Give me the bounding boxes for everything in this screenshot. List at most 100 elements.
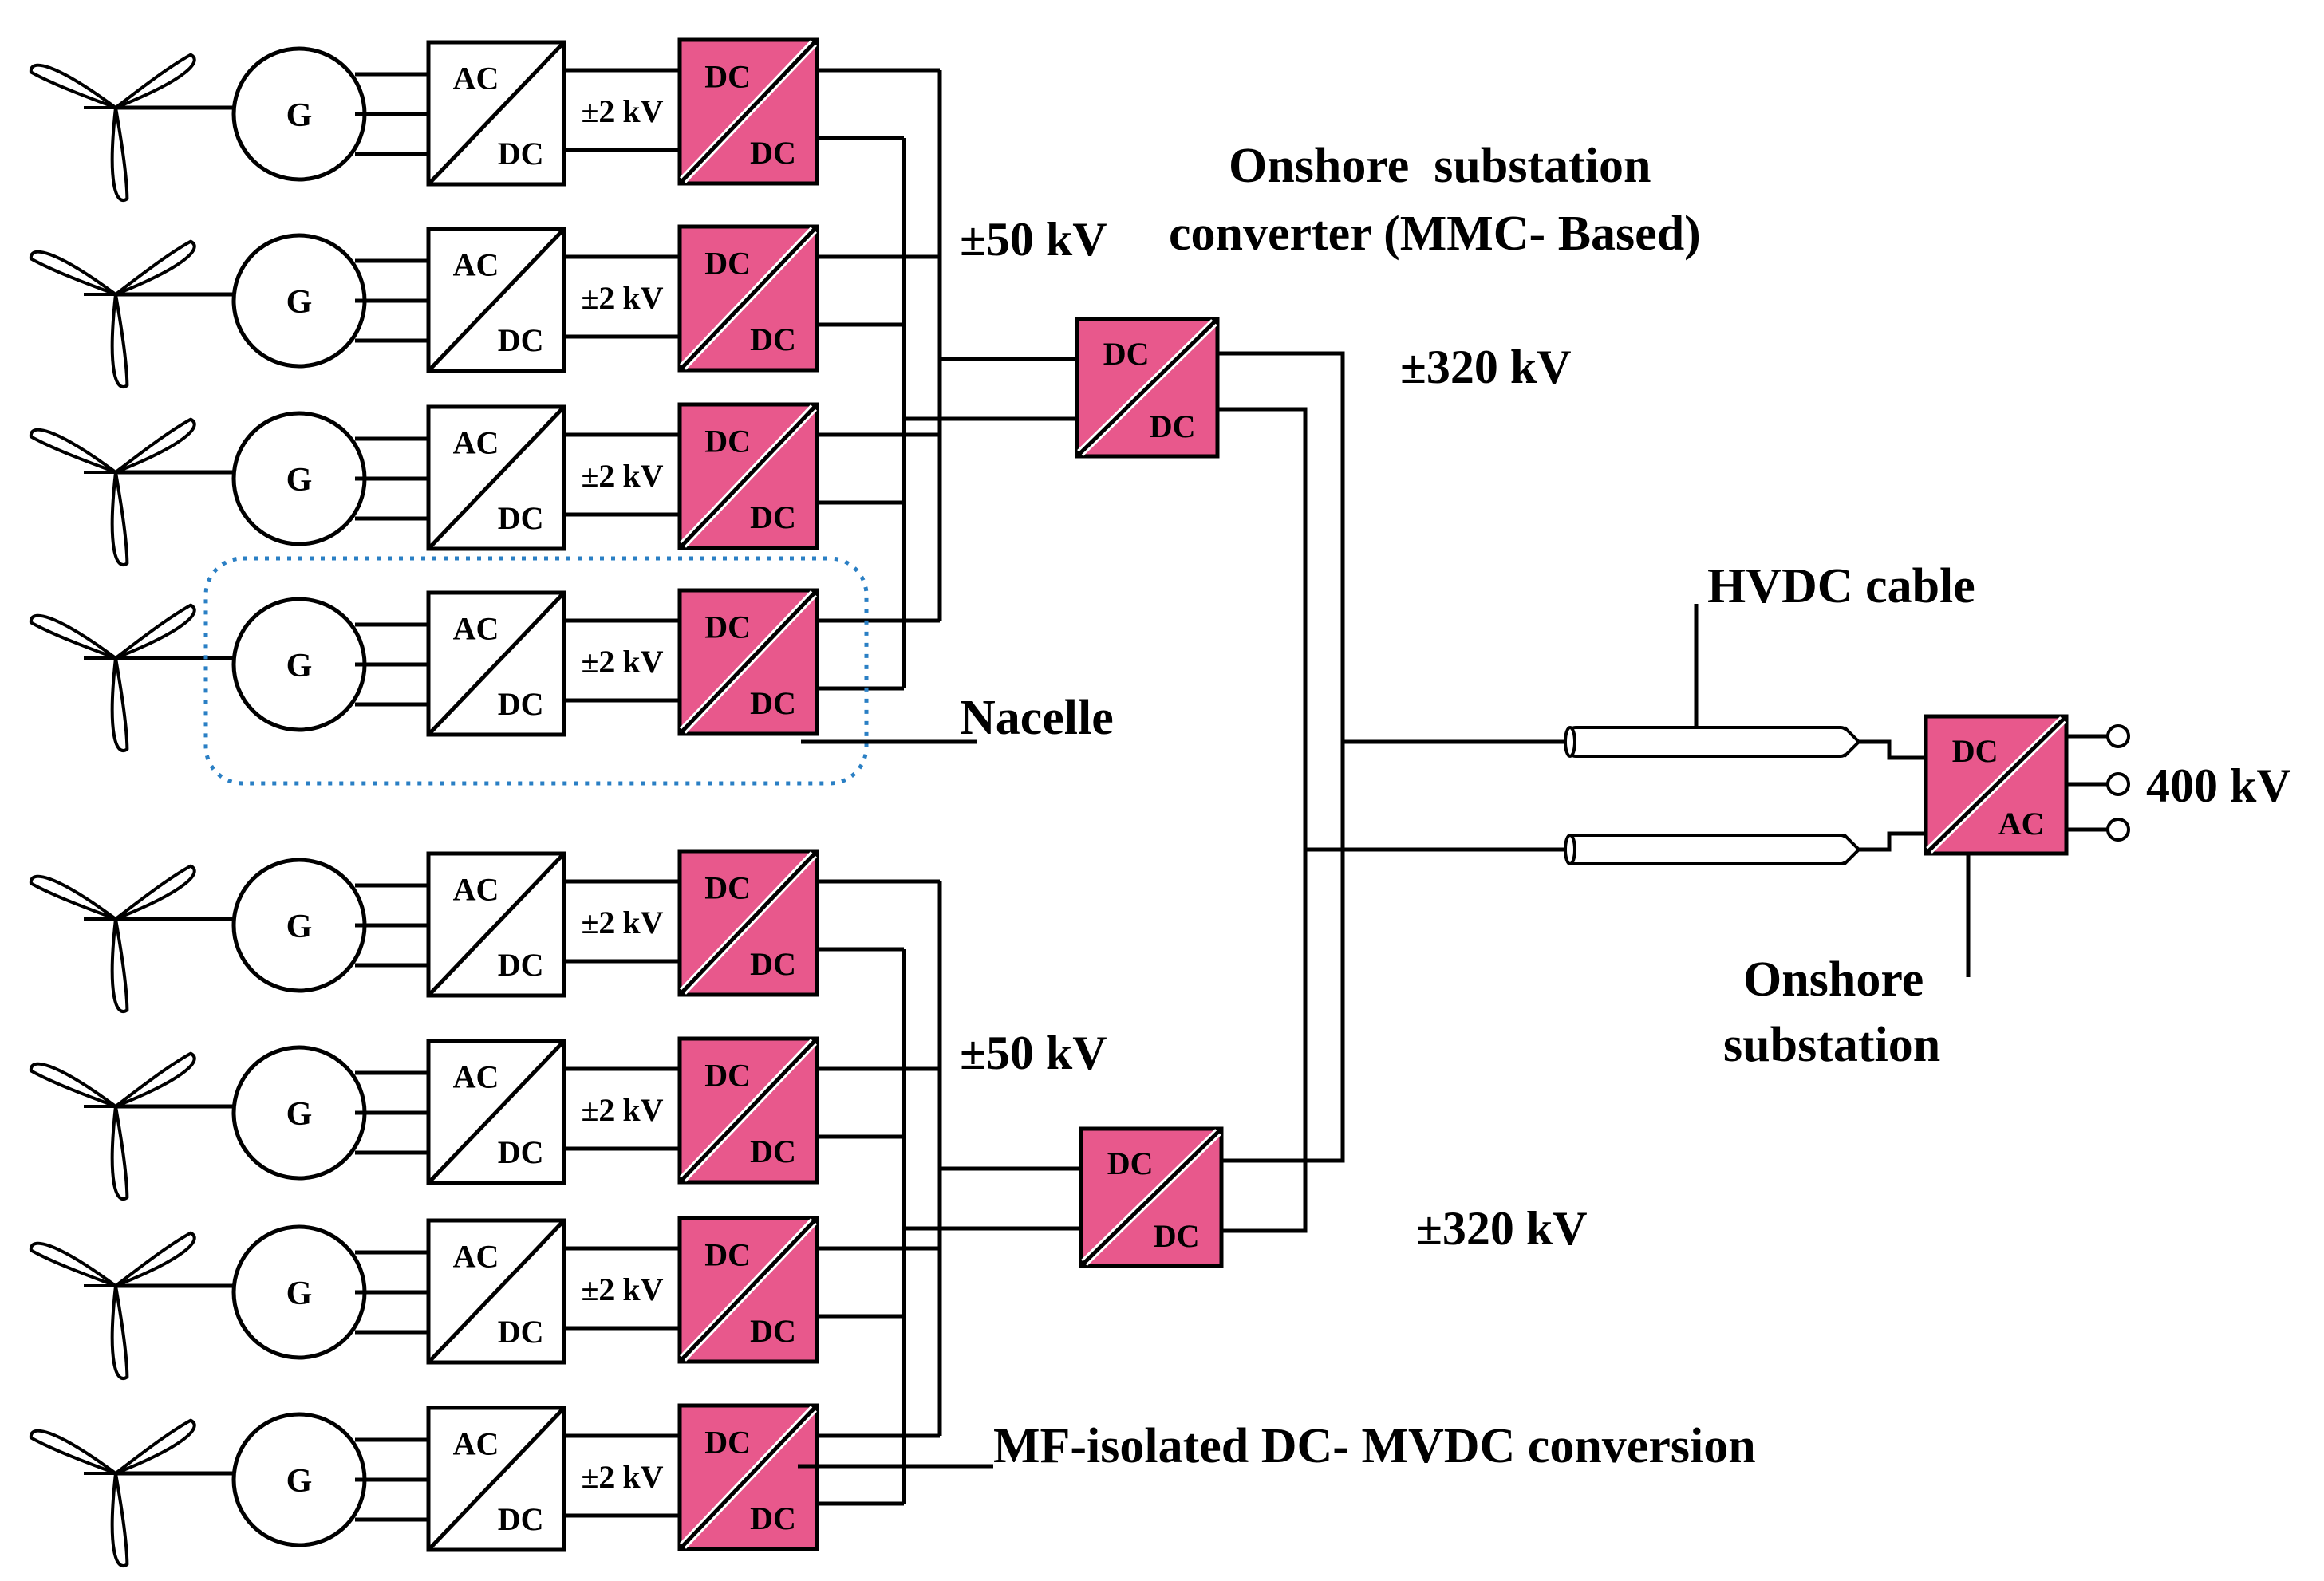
ac-dc-rectifier: AC DC bbox=[426, 1039, 566, 1185]
converter-label-bottom: DC bbox=[750, 685, 796, 721]
rotor-blade bbox=[110, 471, 129, 566]
converter-label-bottom: DC bbox=[498, 500, 544, 536]
onshore-feed-positive bbox=[1859, 739, 1926, 760]
converter-label-top: AC bbox=[453, 1059, 499, 1095]
wind-rotor-icon bbox=[29, 1418, 196, 1567]
onshore-substation-label-line1: Onshore bbox=[1743, 952, 1924, 1007]
onshore-converter-label-line1: Onshore substation bbox=[1229, 139, 1651, 193]
converter-label-top: DC bbox=[1107, 1145, 1154, 1181]
converter-label-top: AC bbox=[453, 872, 499, 908]
converter-label-top: DC bbox=[704, 609, 751, 645]
converter-label-bottom: DC bbox=[750, 1500, 796, 1536]
output-voltage-label: ±320 kV bbox=[1400, 341, 1572, 393]
rotor-blade bbox=[29, 1241, 117, 1287]
hvdc-cable-label: HVDC cable bbox=[1707, 559, 1975, 613]
generator-label: G bbox=[286, 1275, 313, 1312]
generator-label: G bbox=[286, 1096, 313, 1133]
converter-diagonal bbox=[678, 1216, 819, 1363]
converter-label-top: DC bbox=[704, 58, 751, 94]
converter-label-bottom: DC bbox=[498, 322, 544, 358]
onshore-converter-label-line2: converter (MMC- Based) bbox=[1169, 207, 1701, 261]
link-voltage-label: ±2 kV bbox=[581, 644, 663, 680]
rotor-blade bbox=[110, 293, 129, 388]
rotor-blade bbox=[29, 1062, 117, 1108]
converter-label-top: DC bbox=[704, 245, 751, 281]
generator-label: G bbox=[286, 97, 313, 134]
cluster-collection: DC DC ±50 kV ±320 kV bbox=[902, 881, 1588, 1504]
converter-label-bottom: DC bbox=[750, 1313, 796, 1349]
grid-voltage-label: 400 kV bbox=[2146, 759, 2291, 812]
converter-label-top: DC bbox=[1103, 336, 1150, 372]
converter-label-bottom: DC bbox=[498, 947, 544, 983]
wind-rotor-icon bbox=[29, 417, 196, 566]
dc-dc-converter: DC DC bbox=[677, 1403, 819, 1551]
rotor-blade bbox=[29, 63, 117, 109]
generator-label: G bbox=[286, 284, 313, 321]
rotor-blade bbox=[110, 1472, 129, 1567]
ac-dc-rectifier: AC DC bbox=[426, 40, 566, 187]
converter-label-top: AC bbox=[453, 247, 499, 283]
cable-tip bbox=[1843, 834, 1861, 865]
converter-label-bottom: DC bbox=[498, 1134, 544, 1170]
hvdc-negative-trunk bbox=[1217, 407, 1308, 1233]
converter-diagonal bbox=[678, 38, 819, 185]
rotor-blade bbox=[114, 1051, 196, 1108]
rotor-blade bbox=[110, 917, 129, 1013]
cable-sheath bbox=[1566, 834, 1850, 865]
rotor-blade bbox=[29, 1429, 117, 1475]
converter-label-bottom: DC bbox=[750, 135, 796, 171]
converter-diagonal bbox=[678, 1037, 819, 1184]
rotor-blade bbox=[110, 1105, 129, 1201]
rotor-blade bbox=[114, 53, 196, 109]
generator-label: G bbox=[286, 909, 313, 945]
converter-diagonal bbox=[678, 225, 819, 372]
converter-diagonal bbox=[427, 852, 566, 997]
converter-label-bottom: DC bbox=[498, 136, 544, 172]
hvdc-positive-trunk bbox=[1217, 351, 1345, 1163]
converter-label-top: DC bbox=[704, 1424, 751, 1460]
generator-label: G bbox=[286, 1463, 313, 1500]
rotor-blade bbox=[114, 603, 196, 660]
converter-diagonal bbox=[427, 1039, 566, 1185]
rotor-blade bbox=[110, 656, 129, 752]
converter-label-bottom: DC bbox=[1154, 1218, 1200, 1254]
generator-label: G bbox=[286, 648, 313, 684]
converter-diagonal bbox=[678, 1404, 819, 1551]
ac-dc-rectifier: AC DC bbox=[426, 227, 566, 373]
hvdc-cable-icon bbox=[1564, 726, 1861, 758]
converter-diagonal bbox=[427, 1219, 566, 1364]
converter-label-bottom: DC bbox=[750, 499, 796, 535]
rotor-blade bbox=[29, 874, 117, 921]
converter-diagonal bbox=[1924, 715, 2068, 855]
wind-rotor-icon bbox=[29, 603, 196, 752]
converter-label-top: DC bbox=[704, 1057, 751, 1093]
rotor-blade bbox=[29, 613, 117, 660]
rotor-blade bbox=[114, 239, 196, 296]
bus-voltage-label: ±50 kV bbox=[960, 1027, 1107, 1079]
nacelle-label: Nacelle bbox=[960, 691, 1114, 745]
converter-diagonal bbox=[427, 405, 566, 550]
onshore-substation-label-line2: substation bbox=[1723, 1018, 1940, 1072]
converter-label-top: AC bbox=[453, 425, 499, 461]
converter-label-top: AC bbox=[453, 1426, 499, 1462]
converter-label-top: AC bbox=[453, 611, 499, 647]
rotor-blade bbox=[29, 250, 117, 296]
cable-sheath bbox=[1566, 726, 1850, 758]
converter-label-top: DC bbox=[1952, 733, 1998, 769]
rotor-blade bbox=[114, 864, 196, 921]
converter-diagonal bbox=[427, 41, 566, 186]
hvdc-cable-icon bbox=[1564, 834, 1861, 865]
output-voltage-label: ±320 kV bbox=[1416, 1202, 1588, 1255]
rotor-blade bbox=[110, 1284, 129, 1380]
converter-label-top: AC bbox=[453, 61, 499, 97]
